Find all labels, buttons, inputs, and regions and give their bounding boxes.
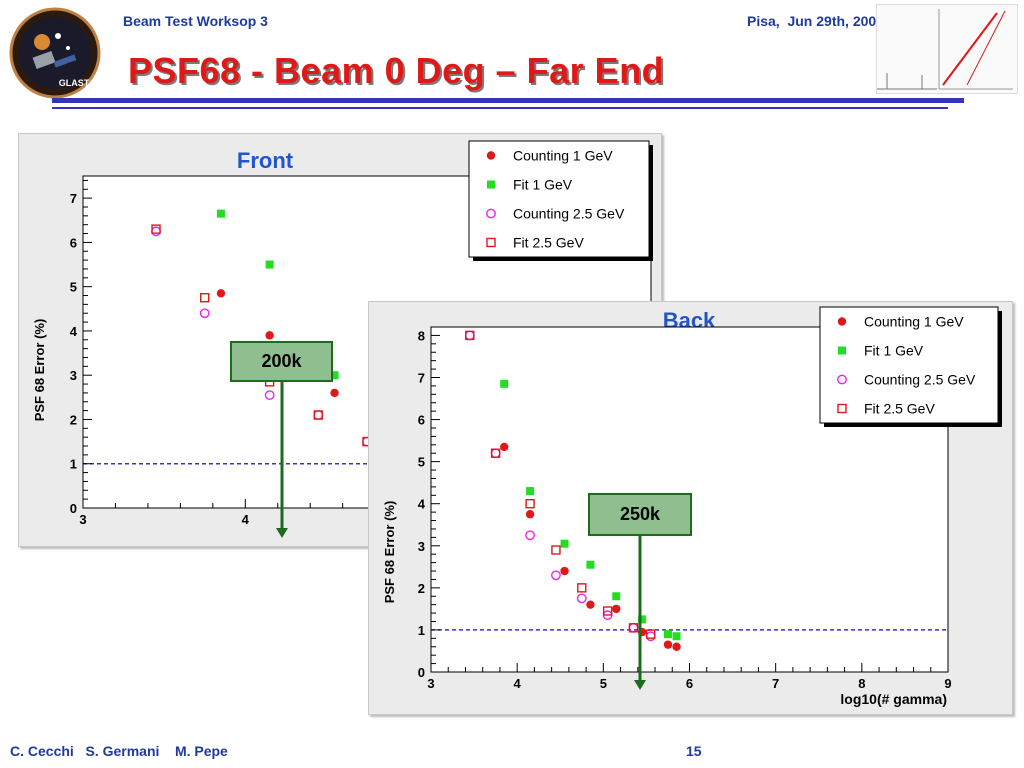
back-point: [577, 583, 587, 593]
back-y-tick-label: 8: [418, 328, 425, 343]
front-point: [330, 388, 339, 398]
back-legend-marker: [837, 403, 847, 414]
logo-text: GLAST: [59, 78, 90, 88]
back-legend-label: Counting 1 GeV: [864, 314, 964, 330]
back-legend-marker: [837, 317, 847, 326]
back-point: [586, 600, 595, 609]
back-point: [672, 642, 681, 651]
front-y-tick-label: 5: [70, 280, 77, 295]
front-y-tick-label: 6: [70, 235, 77, 250]
front-point: [200, 293, 210, 303]
front-point: [265, 331, 274, 340]
front-annotation-arrow: [276, 382, 288, 538]
back-point: [560, 566, 569, 576]
back-point: [560, 539, 569, 548]
back-point: [525, 499, 535, 509]
back-x-tick-label: 9: [944, 676, 951, 691]
back-y-tick-label: 1: [418, 623, 425, 638]
back-legend-label: Fit 1 GeV: [864, 343, 924, 359]
back-annotation-arrow: [634, 536, 646, 690]
front-point: [264, 390, 275, 401]
back-y-axis-label: PSF 68 Error (%): [382, 501, 397, 604]
header-thumbnail: [876, 4, 1018, 94]
back-legend-label: Fit 2.5 GeV: [864, 401, 935, 417]
front-legend-marker: [487, 180, 495, 189]
header-rule-thick: [52, 98, 964, 103]
back-point: [526, 487, 535, 496]
back-y-tick-label: 2: [418, 581, 425, 596]
back-point: [525, 530, 535, 541]
back-point: [586, 560, 595, 569]
front-y-tick-label: 0: [70, 501, 77, 516]
back-x-tick-label: 7: [772, 676, 779, 691]
logo: GLAST: [6, 6, 104, 100]
back-point: [663, 630, 672, 639]
back-legend: [819, 306, 999, 424]
front-legend-marker: [486, 237, 496, 248]
back-point: [551, 570, 561, 581]
back-y-tick-label: 3: [418, 539, 425, 554]
front-legend-label: Fit 1 GeV: [513, 177, 573, 193]
back-annotation-label: 250k: [588, 493, 692, 536]
back-point: [646, 629, 656, 639]
back-point: [490, 448, 501, 458]
front-legend-marker: [486, 151, 496, 160]
back-x-tick-label: 8: [858, 676, 865, 691]
front-y-tick-label: 2: [70, 412, 77, 427]
back-point: [551, 545, 561, 555]
front-y-tick-label: 4: [70, 324, 78, 339]
front-point: [313, 410, 324, 420]
back-x-axis-label: log10(# gamma): [840, 691, 947, 707]
slide-title: PSF68 - Beam 0 Deg – Far End: [128, 50, 665, 91]
back-y-tick-label: 5: [418, 455, 425, 470]
front-chart-title: Front: [237, 148, 294, 173]
front-y-tick-label: 1: [70, 457, 77, 472]
front-legend-label: Counting 2.5 GeV: [513, 206, 625, 222]
back-point: [612, 592, 621, 601]
front-point: [199, 308, 210, 319]
back-point: [612, 604, 621, 614]
front-y-tick-label: 3: [70, 368, 77, 383]
front-annotation-label: 200k: [230, 341, 333, 382]
back-point: [465, 330, 475, 341]
back-point: [576, 593, 587, 604]
back-point: [663, 640, 673, 649]
page-number: 15: [686, 743, 702, 759]
back-y-tick-label: 4: [418, 497, 426, 512]
back-legend-label: Counting 2.5 GeV: [864, 372, 976, 388]
front-legend-label: Counting 1 GeV: [513, 148, 613, 164]
front-point: [330, 371, 339, 380]
footer-authors: C. Cecchi S. Germani M. Pepe: [10, 743, 228, 759]
front-legend-label: Fit 2.5 GeV: [513, 235, 584, 251]
back-y-tick-label: 7: [418, 370, 425, 385]
back-y-tick-label: 6: [418, 413, 425, 428]
front-legend-marker: [486, 208, 496, 219]
front-y-tick-label: 7: [70, 191, 77, 206]
back-legend-marker: [837, 374, 847, 385]
back-point: [628, 623, 639, 633]
front-point: [265, 260, 274, 269]
front-point: [216, 289, 226, 298]
back-point: [672, 632, 681, 641]
back-x-tick-label: 5: [600, 676, 607, 691]
back-x-tick-label: 6: [686, 676, 693, 691]
location-date: Pisa, Jun 29th, 2006: [747, 13, 884, 29]
front-y-axis-label: PSF 68 Error (%): [32, 319, 47, 422]
back-y-tick-label: 0: [418, 665, 425, 680]
front-point: [216, 209, 225, 218]
front-x-tick-label: 4: [242, 512, 250, 527]
back-point: [525, 510, 535, 519]
front-legend: [468, 140, 650, 258]
front-x-tick-label: 3: [79, 512, 86, 527]
back-point: [500, 379, 509, 388]
back-x-tick-label: 3: [427, 676, 434, 691]
back-point: [638, 615, 647, 624]
back-x-tick-label: 4: [514, 676, 522, 691]
back-point: [500, 442, 509, 452]
back-point: [602, 606, 613, 616]
back-legend-marker: [838, 346, 846, 355]
header-rule-thin: [52, 107, 948, 109]
conference-name: Beam Test Worksop 3: [123, 13, 268, 29]
front-point: [151, 224, 161, 234]
